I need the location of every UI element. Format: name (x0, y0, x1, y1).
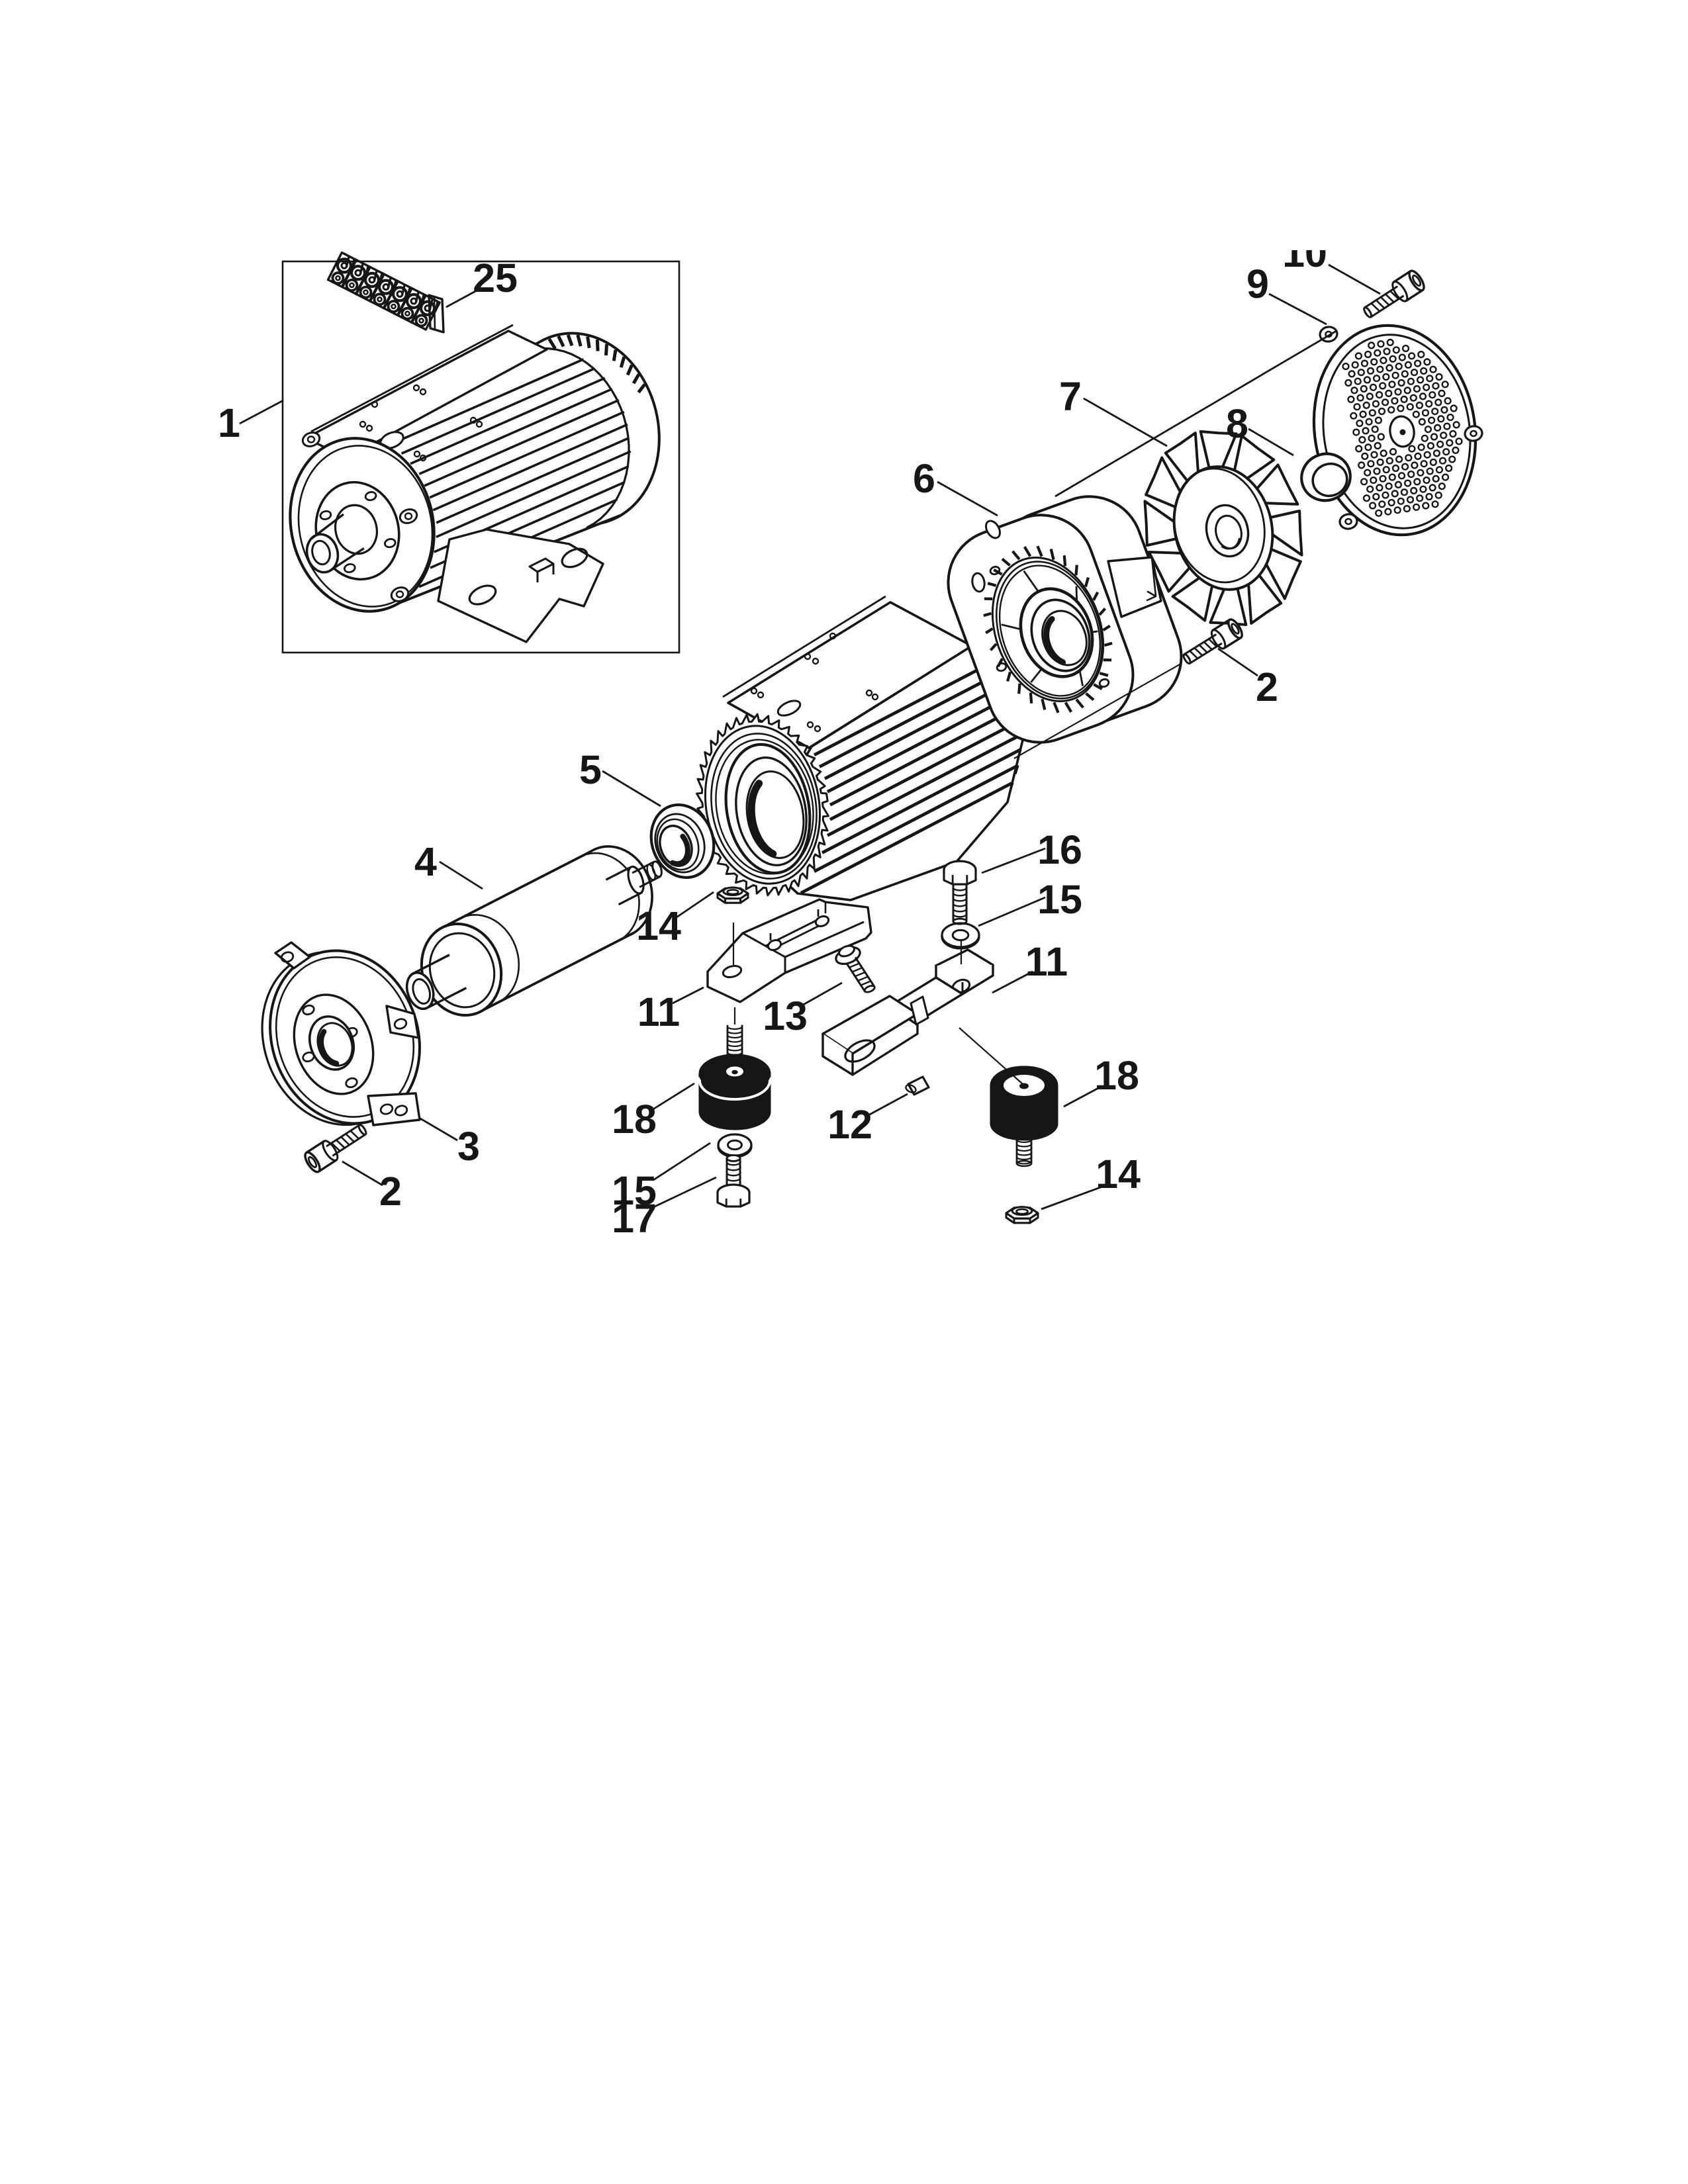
svg-text:11: 11 (637, 989, 680, 1034)
svg-text:8: 8 (1226, 401, 1248, 446)
svg-text:2: 2 (379, 1169, 402, 1214)
svg-text:13: 13 (763, 993, 808, 1038)
svg-text:15: 15 (1037, 877, 1082, 922)
svg-text:6: 6 (913, 456, 935, 501)
svg-text:17: 17 (612, 1196, 657, 1241)
svg-text:16: 16 (1037, 827, 1082, 872)
svg-text:2: 2 (1256, 664, 1278, 709)
svg-text:7: 7 (1059, 374, 1082, 419)
svg-text:4: 4 (414, 839, 437, 884)
svg-text:9: 9 (1246, 261, 1269, 306)
svg-text:25: 25 (473, 255, 518, 300)
svg-text:15: 15 (612, 1168, 657, 1213)
svg-text:3: 3 (457, 1124, 480, 1169)
svg-text:11: 11 (1025, 939, 1068, 984)
svg-text:14: 14 (636, 903, 681, 948)
svg-text:5: 5 (579, 747, 602, 792)
svg-text:10: 10 (1282, 230, 1327, 275)
svg-text:1: 1 (218, 400, 240, 445)
svg-text:14: 14 (1096, 1152, 1141, 1197)
svg-text:18: 18 (612, 1097, 657, 1142)
svg-text:12: 12 (827, 1102, 872, 1147)
svg-text:18: 18 (1094, 1053, 1139, 1098)
